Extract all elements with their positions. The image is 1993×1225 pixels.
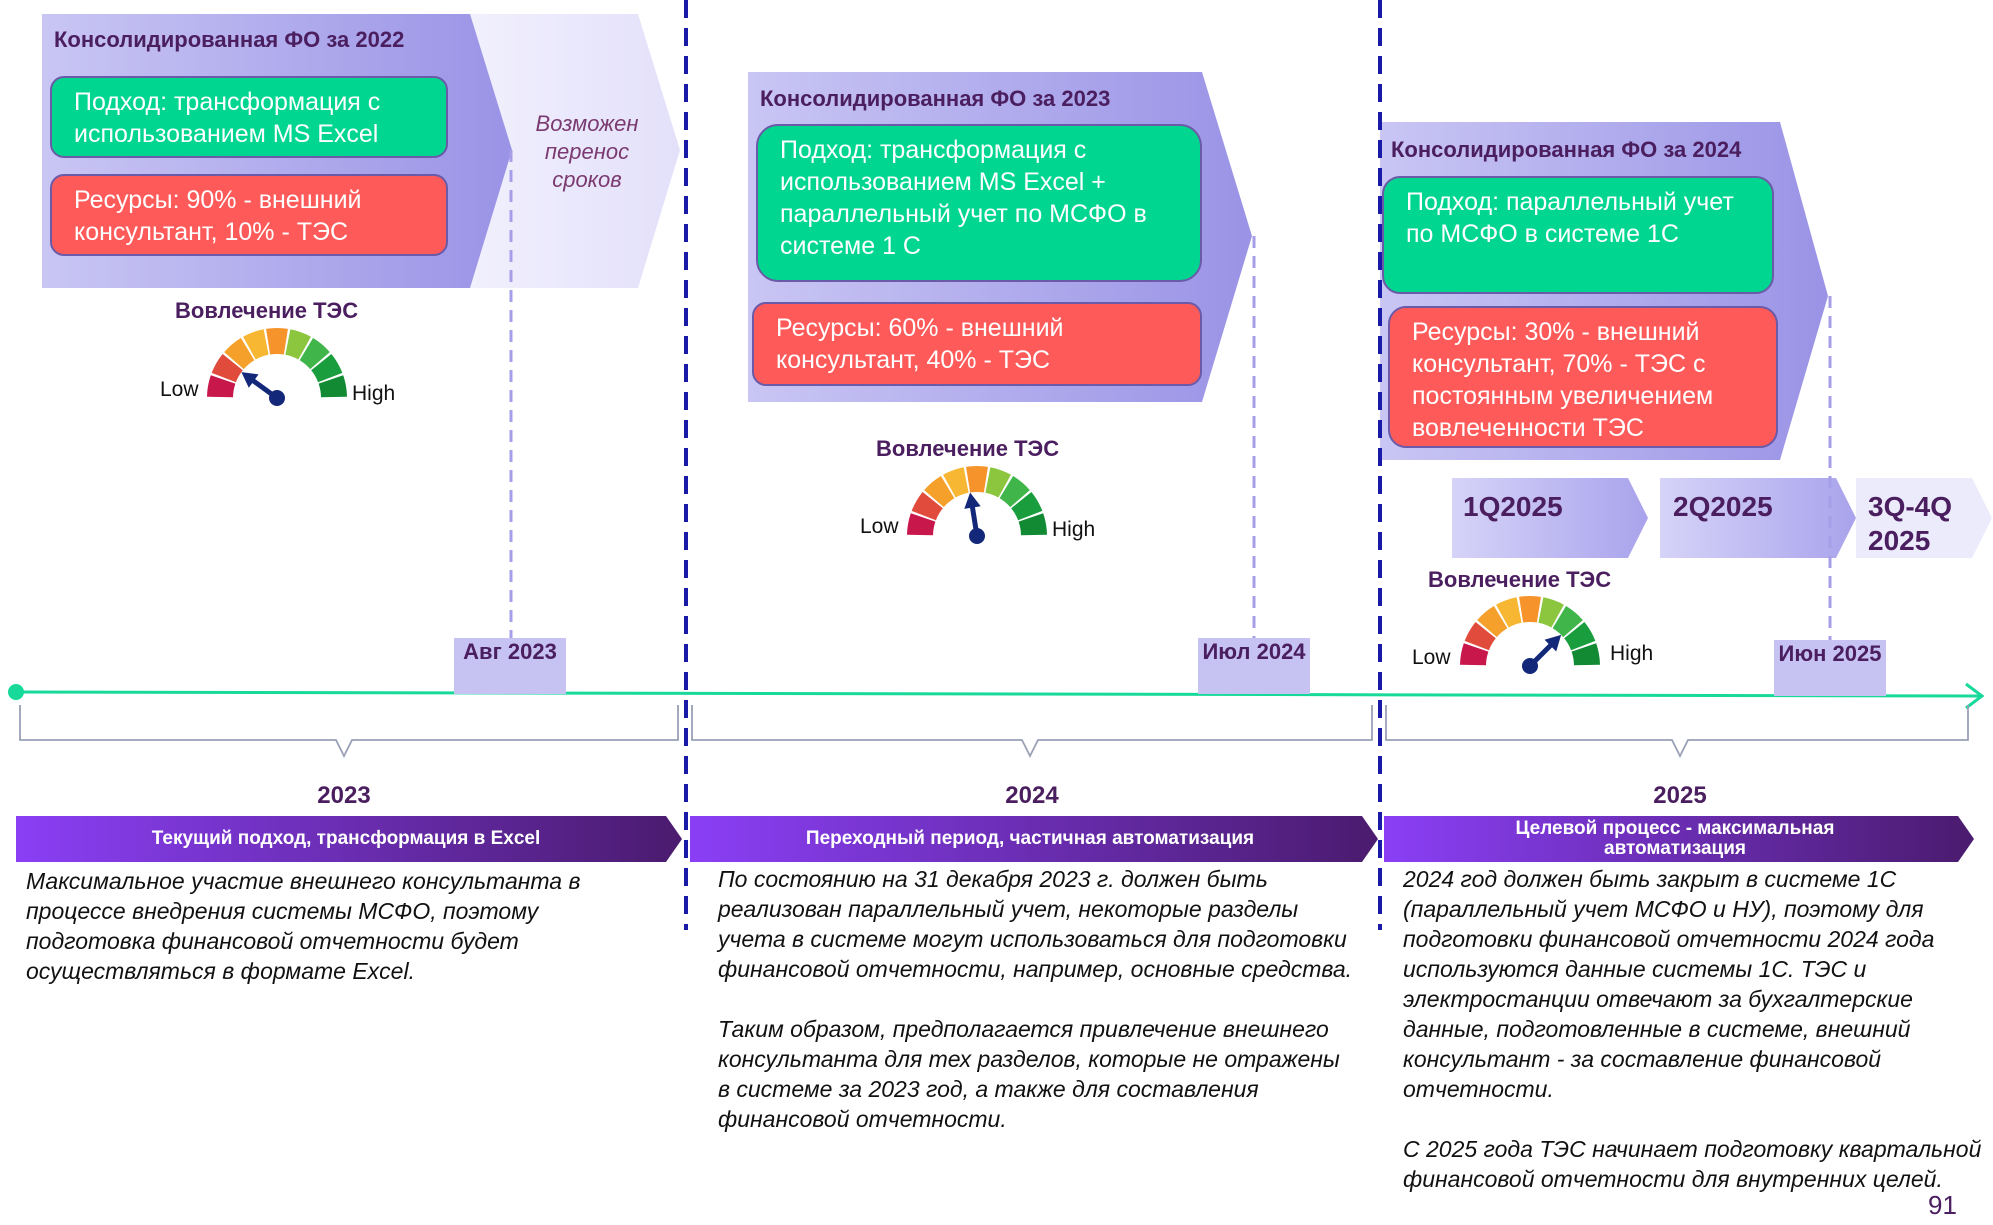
milestone-jun-2025: Июн 2025 (1774, 640, 1886, 696)
gauge-segment (299, 337, 330, 370)
quarter-chevron-2 (1660, 478, 1856, 558)
quarter-chevron-1 (1452, 478, 1648, 558)
banner-2025-text: Целевой процесс - максимальная автоматиз… (1515, 818, 1835, 859)
gauge-segment (1018, 513, 1047, 536)
timeline-axis (15, 690, 1981, 698)
gauge-segment (285, 329, 311, 360)
gauge-1-high-label: High (352, 382, 396, 405)
gauge-3-high-label: High (1610, 642, 1654, 665)
gauge-3-low-label: Low (1412, 646, 1451, 669)
quarter-2q2025: 2Q2025 (1673, 491, 1773, 522)
gauge-segment (318, 375, 347, 398)
period-2022-title: Консолидированная ФО за 2022 (54, 27, 405, 52)
brace-2025 (1385, 705, 1969, 759)
banner-2023-text: Текущий подход, трансформация в Excel (151, 828, 541, 849)
year-2025-description: 2024 год должен быть закрыт в системе 1С… (1403, 866, 1982, 1192)
quarter-3q4q2025: 3Q-4Q 2025 (1868, 491, 1953, 556)
quarter-chevron-3 (1856, 478, 1992, 558)
gauge-needle-head (1544, 634, 1562, 652)
gauge-segment (266, 328, 288, 355)
banner-2023-shape (16, 816, 682, 862)
gauge-needle-head (241, 372, 259, 388)
quarter-1q2025: 1Q2025 (1463, 491, 1563, 522)
chevron-2022-extension (470, 14, 680, 288)
gauge-segment (943, 467, 969, 498)
banner-2025-shape (1384, 816, 1974, 862)
period-2024-title: Консолидированная ФО за 2024 (1391, 137, 1742, 162)
year-2023-label: 2023 (317, 782, 371, 809)
gauge-segment (1519, 596, 1541, 623)
gauge-segment (211, 353, 243, 383)
timeline-arrowhead (1965, 682, 1985, 710)
year-2025-label: 2025 (1653, 782, 1707, 809)
page-number: 91 (1928, 1190, 1957, 1220)
year-2023-description: Максимальное участие внешнего консультан… (26, 868, 581, 984)
gauge-3-title: Вовлечение ТЭС (1428, 567, 1612, 592)
gauge-segment (907, 513, 936, 536)
gauge-segment (985, 467, 1011, 498)
period-2022-resources: Ресурсы: 90% - внешний консультант, 10% … (50, 174, 448, 256)
gauge-segment (1496, 597, 1522, 628)
gauge-segment (224, 337, 255, 370)
banner-2024-text: Переходный период, частичная автоматизац… (805, 828, 1255, 849)
gauge-2-title: Вовлечение ТЭС (876, 436, 1060, 461)
gauge-2-low-label: Low (860, 515, 899, 538)
gauge-vovlechenie-3 (1460, 596, 1600, 674)
gauge-segment (1011, 491, 1043, 521)
period-2023-resources: Ресурсы: 60% - внешний консультант, 40% … (752, 302, 1202, 386)
year-2024-label: 2024 (1005, 782, 1059, 809)
gauge-segment (207, 375, 236, 398)
brace-2023 (19, 705, 679, 759)
gauge-hub (1522, 658, 1538, 674)
milestone-aug-2023: Авг 2023 (454, 638, 566, 694)
period-2022-note: Возможен перенос сроков (535, 111, 639, 192)
period-2023-approach: Подход: трансформация с использованием M… (756, 124, 1202, 282)
gauge-needle-head (964, 492, 981, 509)
gauge-segment (1564, 621, 1596, 651)
period-2024-approach: Подход: параллельный учет по МСФО в сист… (1382, 176, 1774, 294)
gauge-segment (243, 329, 269, 360)
period-2022-approach: Подход: трансформация с использованием M… (50, 76, 448, 158)
gauge-segment (924, 475, 955, 508)
gauge-1-title: Вовлечение ТЭС (175, 298, 359, 323)
period-2024-resources: Ресурсы: 30% - внешний консультант, 70% … (1388, 306, 1778, 448)
brace-2024 (691, 705, 1373, 759)
year-2024-description: По состоянию на 31 декабря 2023 г. долже… (718, 866, 1353, 1132)
banner-2024-shape (690, 816, 1378, 862)
gauge-segment (1552, 606, 1583, 638)
gauge-segment (1477, 606, 1508, 638)
gauge-segment (1538, 597, 1564, 628)
period-2023-title: Консолидированная ФО за 2023 (760, 86, 1111, 111)
timeline-start-dot (8, 684, 24, 700)
gauge-segment (911, 491, 943, 521)
gauge-segment (999, 475, 1030, 508)
gauge-hub (969, 528, 985, 544)
gauge-segment (966, 466, 988, 493)
gauge-2-high-label: High (1052, 518, 1096, 541)
gauge-segment (1464, 621, 1496, 651)
gauge-vovlechenie-2 (907, 466, 1047, 544)
gauge-segment (311, 353, 343, 383)
gauge-vovlechenie-1 (207, 328, 347, 406)
gauge-segment (1460, 643, 1489, 666)
gauge-hub (269, 390, 285, 406)
gauge-segment (1571, 643, 1600, 666)
milestone-jul-2024: Июл 2024 (1198, 638, 1310, 694)
gauge-1-low-label: Low (160, 378, 199, 401)
